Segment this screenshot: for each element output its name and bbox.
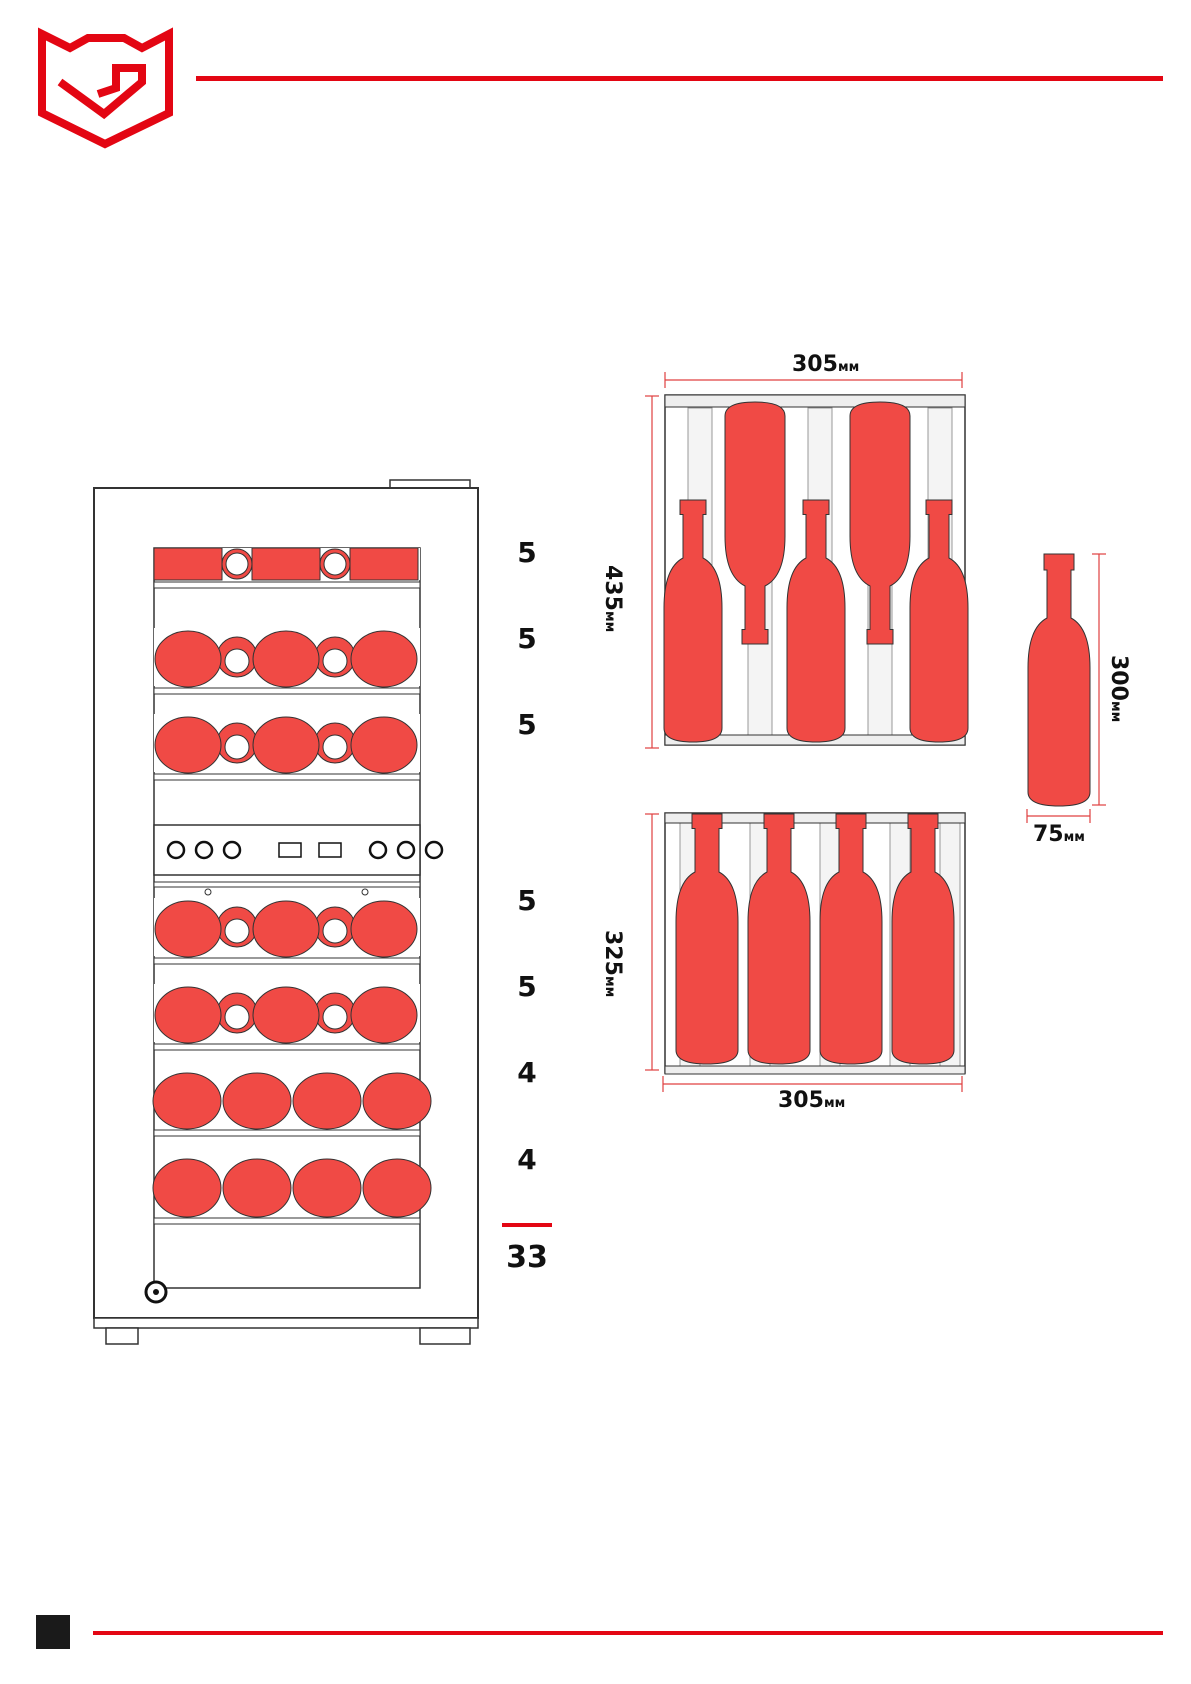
top-rack-depth-label: 435мм — [600, 565, 625, 632]
footer-square — [36, 1615, 70, 1649]
bottle-height-label: 300мм — [1106, 655, 1131, 722]
top-rack-width-label: 305мм — [792, 352, 859, 377]
bottom-rack-width-label: 305мм — [778, 1088, 845, 1113]
bottom-rack-depth-label: 325мм — [600, 930, 625, 997]
bottle-diameter-label: 75мм — [1033, 822, 1085, 847]
footer-rule — [93, 1631, 1163, 1635]
